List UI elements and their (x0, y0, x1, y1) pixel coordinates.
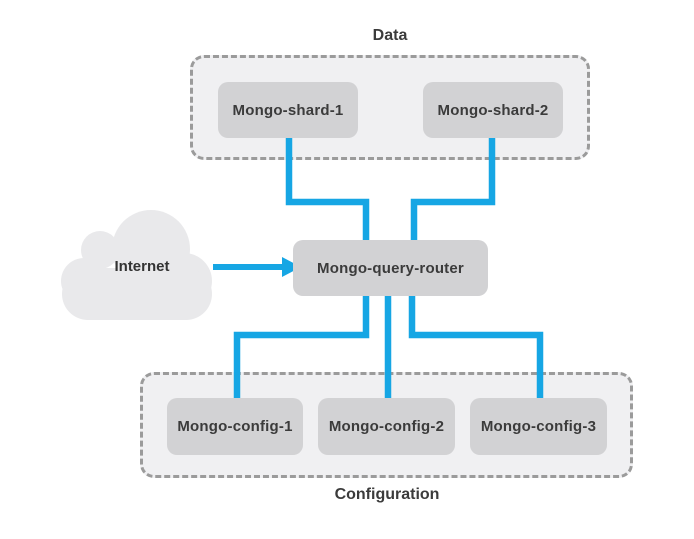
data-group-label: Data (372, 27, 408, 44)
node-mongo-config-2: Mongo-config-2 (318, 398, 455, 455)
edge-shard2-router (410, 136, 496, 242)
node-mongo-query-router: Mongo-query-router (293, 240, 488, 296)
edge-internet-router (213, 257, 301, 277)
internet-label: Internet (114, 258, 170, 275)
edge-router-config1 (233, 294, 370, 402)
configuration-group-label: Configuration (334, 486, 440, 503)
node-mongo-config-1: Mongo-config-1 (167, 398, 303, 455)
node-mongo-config-3: Mongo-config-3 (470, 398, 607, 455)
edge-router-config3 (408, 294, 544, 402)
node-mongo-shard-2: Mongo-shard-2 (423, 82, 563, 138)
node-mongo-shard-1: Mongo-shard-1 (218, 82, 358, 138)
edge-shard1-router (285, 136, 370, 242)
internet-cloud-icon (61, 210, 212, 320)
